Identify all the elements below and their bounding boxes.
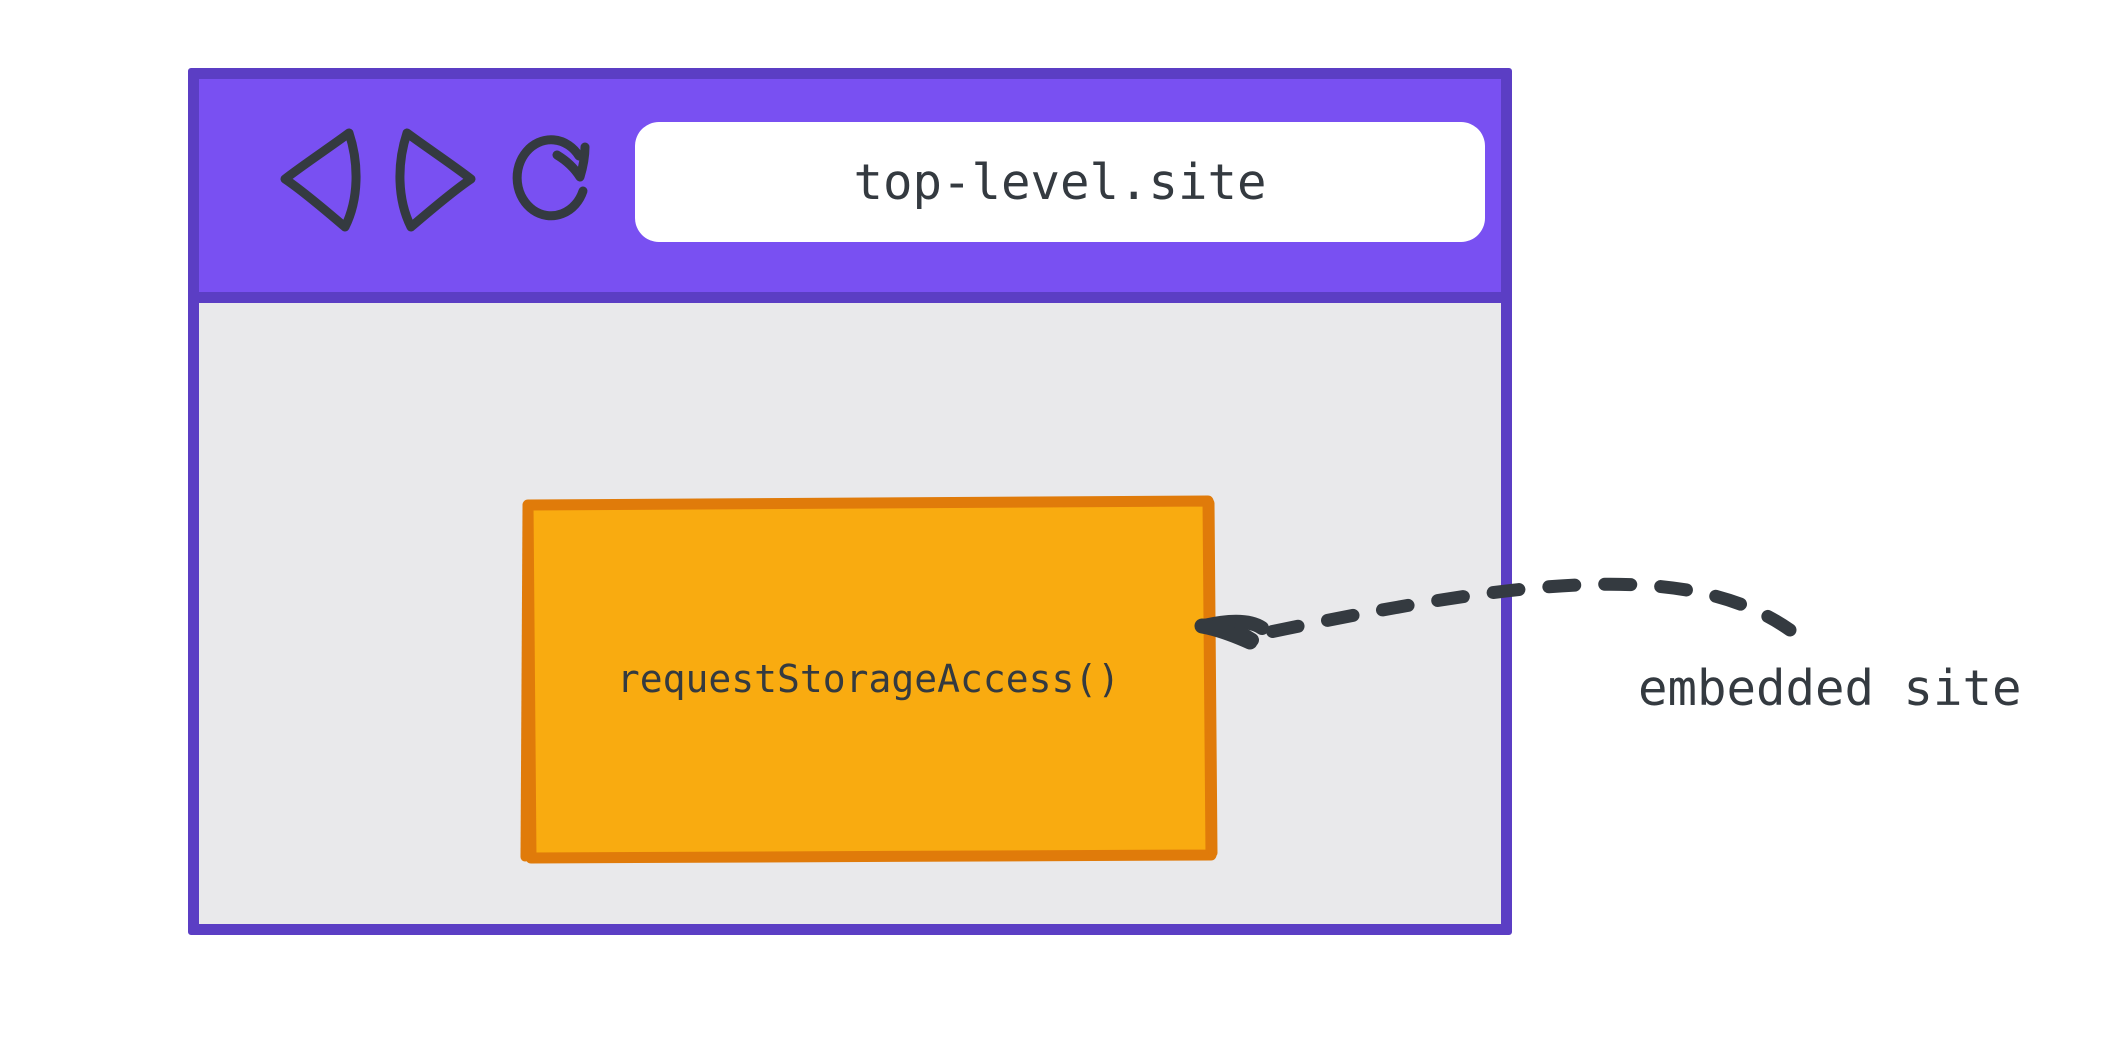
embedded-iframe-outline — [520, 495, 1218, 864]
address-bar-value: top-level.site — [853, 153, 1267, 211]
embedded-iframe-label: requestStorageAccess() — [616, 656, 1121, 701]
page-viewport: requestStorageAccess() — [199, 303, 1501, 924]
reload-icon[interactable] — [507, 119, 603, 239]
embedded-iframe[interactable]: requestStorageAccess() — [520, 495, 1218, 864]
annotation-label: embedded site — [1638, 660, 2022, 717]
browser-window: top-level.site requestStorageAccess() — [188, 68, 1512, 935]
navigation-controls — [271, 119, 601, 239]
forward-icon[interactable] — [389, 119, 485, 239]
browser-toolbar: top-level.site — [199, 79, 1501, 303]
address-bar[interactable]: top-level.site — [635, 122, 1485, 242]
back-icon[interactable] — [271, 119, 367, 239]
